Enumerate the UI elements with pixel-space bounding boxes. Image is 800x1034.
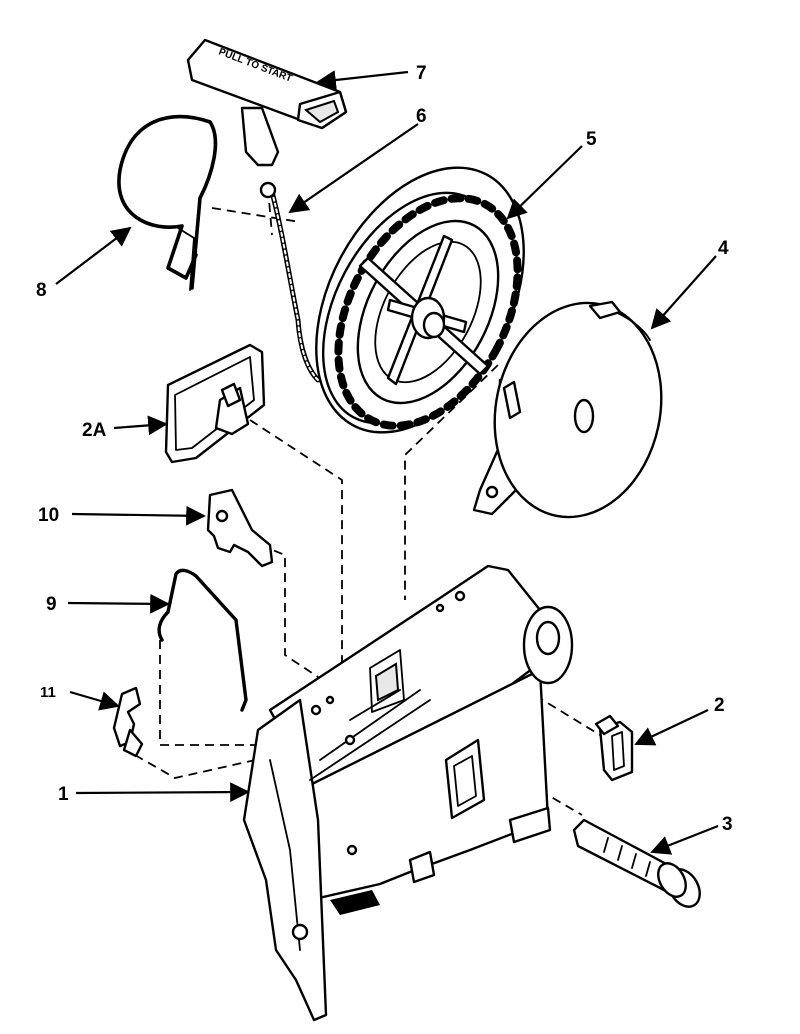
callout-6: 6	[416, 106, 427, 127]
callout-8: 8	[36, 280, 47, 301]
wire-retainer-spring	[117, 114, 218, 291]
callout-7: 7	[416, 63, 427, 84]
spring-clip	[112, 686, 144, 758]
callout-2: 2	[714, 695, 725, 716]
shoulder-bolt	[572, 818, 701, 908]
callout-group: 7 6 5 4 8 2A 10 9 11 2 1 3	[36, 63, 733, 855]
callout-1: 1	[58, 784, 69, 805]
wire-spring	[157, 568, 248, 712]
mounting-bracket	[242, 564, 574, 1022]
pawl-plate	[164, 343, 266, 464]
starter-rope	[259, 181, 321, 383]
recoil-pulley	[315, 166, 525, 434]
callout-11: 11	[40, 684, 56, 701]
callout-3: 3	[722, 814, 733, 835]
callout-2a: 2A	[82, 420, 107, 441]
pawl	[594, 714, 634, 782]
callout-4: 4	[718, 238, 729, 259]
key-plate	[206, 488, 274, 568]
starter-handle: PULL TO START	[186, 38, 348, 167]
callout-10: 10	[38, 505, 59, 526]
spring-cover	[472, 300, 663, 519]
callout-9: 9	[46, 594, 57, 615]
callout-5: 5	[586, 129, 597, 150]
